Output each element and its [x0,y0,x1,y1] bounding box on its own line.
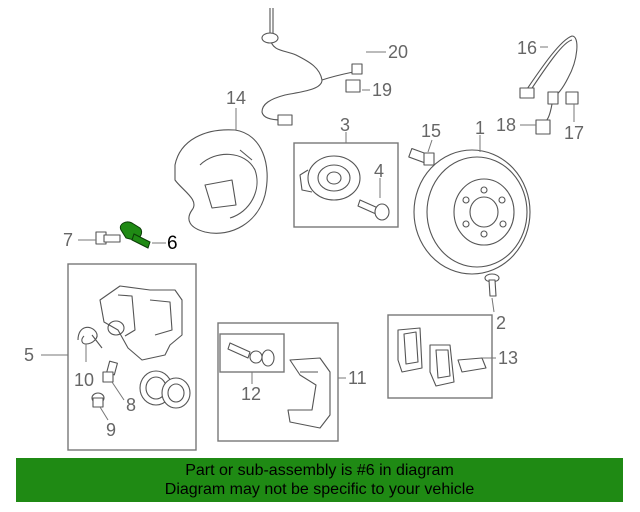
brake-hose [519,35,579,135]
bolt-15 [408,147,435,166]
callout-15: 15 [421,121,441,141]
guide-pins-12 [227,342,275,367]
callout-5: 5 [24,345,34,365]
hub-bolt [357,199,390,221]
callout-7: 7 [63,230,73,250]
callout-4: 4 [374,161,384,181]
abs-sensor-wire [261,8,363,126]
callout-14: 14 [226,88,246,108]
callout-17: 17 [564,123,584,143]
backing-plate [174,129,268,234]
callout-13: 13 [498,348,518,368]
callout-2: 2 [496,313,506,333]
hub-assembly [299,155,361,201]
callout-18: 18 [496,115,516,135]
banner-line-1: Part or sub-assembly is #6 in diagram [185,462,454,479]
caliper-carrier [287,357,331,429]
leader-lines [41,46,575,421]
caliper-assembly [99,285,191,409]
callout-10: 10 [74,370,94,390]
brake-rotor [413,149,531,275]
callout-16: 16 [517,38,537,58]
callout-6: 6 [167,233,178,254]
parts-diagram: 1 2 3 4 5 6 7 8 9 10 11 12 13 14 15 16 1… [24,8,584,451]
cap-9 [91,392,105,408]
screw-2 [484,273,500,297]
bolt-7 [95,231,121,245]
callout-19: 19 [372,80,392,100]
part-info-banner: Part or sub-assembly is #6 in diagram Di… [16,458,623,502]
callout-9: 9 [106,420,116,440]
highlighted-bolt-6 [119,221,151,249]
callout-3: 3 [340,115,350,135]
brake-pads [397,327,487,387]
spring-clip-10 [77,326,103,349]
callout-20: 20 [388,42,408,62]
banner-line-2: Diagram may not be specific to your vehi… [164,481,475,498]
callout-1: 1 [475,118,485,138]
bleeder-8 [102,360,118,383]
callout-12: 12 [241,384,261,404]
callout-8: 8 [126,395,136,415]
callout-11: 11 [348,368,367,388]
